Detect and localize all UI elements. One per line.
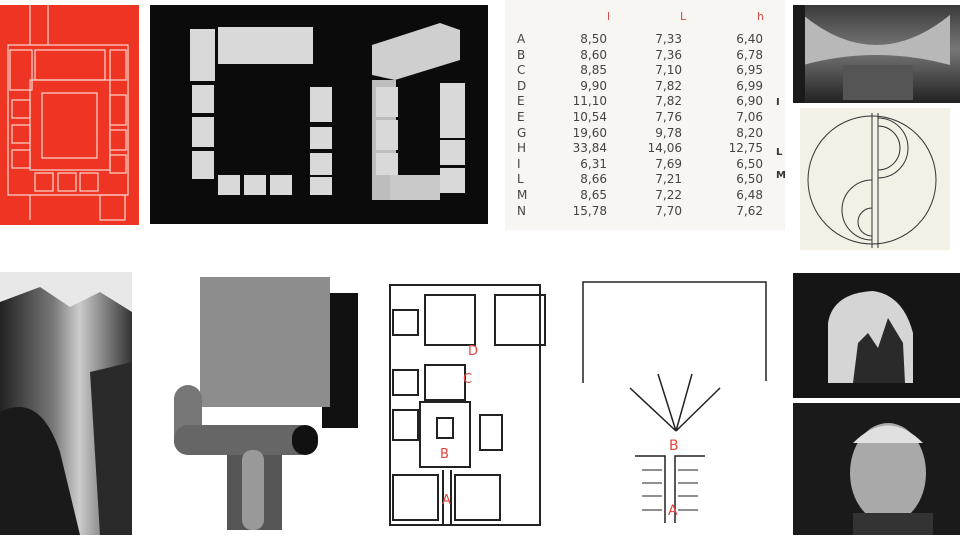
cell-h: 8,20 <box>736 125 763 140</box>
cell-L: 7,33 <box>655 32 682 46</box>
architectural-model-photo <box>172 275 358 533</box>
plan-label-a: A <box>442 493 451 508</box>
cell-L: 7,22 <box>655 188 682 202</box>
cell-L: 7,82 <box>655 94 682 109</box>
side-label: L <box>776 147 783 158</box>
cell-L: 7,82 <box>655 78 682 93</box>
table-row: E 10,54 7,76 7,06 <box>505 110 785 126</box>
cell-l: 8,65 <box>580 188 607 202</box>
table-row: A 8,50 7,33 6,40 <box>505 32 785 48</box>
cell-L: 7,36 <box>655 47 682 62</box>
cell-L: 7,10 <box>655 63 682 78</box>
table-row: E 11,10 7,82 6,90 <box>505 94 785 110</box>
cell-label: L <box>517 172 524 187</box>
cell-L: 7,21 <box>655 172 682 187</box>
cell-L: 7,76 <box>655 110 682 124</box>
table-row: H 33,84 14,06 12,75 <box>505 141 785 157</box>
cell-h: 12,75 <box>728 141 763 156</box>
landscape-engraving <box>0 272 132 535</box>
cell-h: 7,06 <box>736 110 763 124</box>
cell-h: 6,95 <box>736 63 763 78</box>
side-label: I <box>776 97 780 108</box>
cell-h: 6,90 <box>736 94 763 109</box>
cell-l: 10,54 <box>572 110 607 124</box>
block-model-photo <box>150 5 488 224</box>
plan-label-c: C <box>463 372 472 387</box>
cell-h: 6,50 <box>736 156 763 171</box>
cell-h: 6,50 <box>736 172 763 187</box>
cell-L: 7,69 <box>655 156 682 171</box>
table-row: G 19,60 9,78 8,20 <box>505 126 785 142</box>
cell-L: 7,70 <box>655 203 682 218</box>
cell-L: 9,78 <box>655 125 682 140</box>
cell-label: E <box>517 110 525 124</box>
table-row: N 15,78 7,70 7,62 <box>505 204 785 220</box>
plan-label-d: D <box>468 344 478 359</box>
cell-label: I <box>517 156 521 171</box>
cell-l: 33,84 <box>572 141 607 156</box>
table-row: M 8,65 7,22 6,48 <box>505 188 785 204</box>
cell-label: B <box>517 47 526 62</box>
cell-l: 8,85 <box>580 63 607 78</box>
cell-label: H <box>517 141 527 156</box>
header-L: L <box>680 10 687 23</box>
cell-l: 15,78 <box>572 203 607 218</box>
cell-label: N <box>517 203 526 218</box>
cell-h: 6,99 <box>736 78 763 93</box>
cell-label: C <box>517 63 526 78</box>
cell-label: A <box>517 32 526 46</box>
diagram-label-b: B <box>669 438 679 454</box>
film-still-window <box>793 273 960 398</box>
table-row: L 8,66 7,21 6,50 <box>505 172 785 188</box>
film-still-face <box>793 403 960 535</box>
red-floor-plan <box>0 5 139 225</box>
diagram-label-a: A <box>668 503 678 519</box>
cell-l: 8,66 <box>580 172 607 187</box>
cell-label: E <box>517 94 525 109</box>
cell-l: 11,10 <box>572 94 607 109</box>
cell-h: 7,62 <box>736 203 763 218</box>
header-h: h <box>757 10 764 23</box>
cell-l: 9,90 <box>580 78 607 93</box>
cell-l: 8,60 <box>580 47 607 62</box>
cell-l: 8,50 <box>580 32 607 46</box>
cell-label: G <box>517 125 527 140</box>
house-floor-plan: D C B A <box>385 280 550 530</box>
table-row: C 8,85 7,10 6,95 <box>505 63 785 79</box>
cell-h: 6,48 <box>736 188 763 202</box>
plan-label-b: B <box>440 447 449 462</box>
cell-L: 14,06 <box>647 141 682 156</box>
cell-label: D <box>517 78 527 93</box>
table-row: I 6,31 7,69 6,50 <box>505 157 785 173</box>
cell-label: M <box>517 188 528 202</box>
axis-diagram: B A <box>580 278 775 528</box>
cell-l: 6,31 <box>580 156 607 171</box>
table-row: B 8,60 7,36 6,78 <box>505 48 785 64</box>
cell-h: 6,40 <box>736 32 763 46</box>
vaulted-hall-photo <box>793 5 960 103</box>
cell-h: 6,78 <box>736 47 763 62</box>
table-row: D 9,90 7,82 6,99 <box>505 79 785 95</box>
side-label: M <box>776 170 786 181</box>
header-l: l <box>607 10 611 23</box>
circle-geometry-diagram <box>800 108 950 250</box>
cell-l: 19,60 <box>572 125 607 140</box>
